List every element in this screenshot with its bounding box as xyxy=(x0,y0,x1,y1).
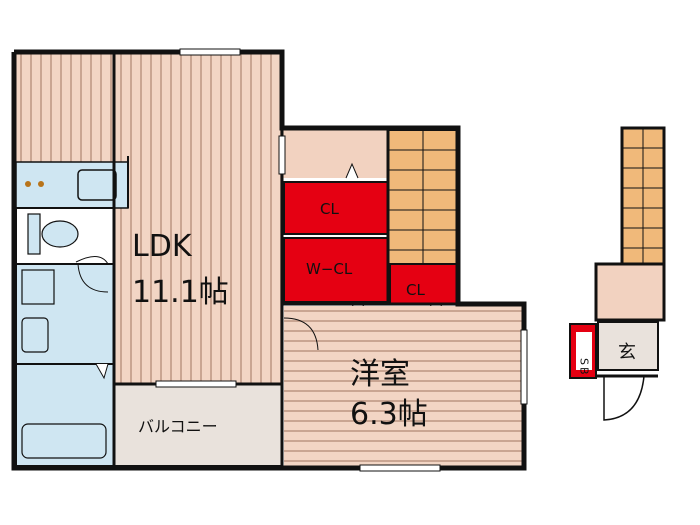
window xyxy=(520,329,528,405)
hallway xyxy=(282,130,388,178)
genkan xyxy=(597,321,659,371)
bathtub-icon xyxy=(21,423,107,459)
entrance-label: 玄 xyxy=(618,342,636,363)
shoe-box-label: SB xyxy=(578,358,591,377)
closet-small-label: CL xyxy=(406,281,425,299)
window xyxy=(179,48,241,56)
ldk-size-label: 11.1帖 xyxy=(132,275,229,310)
western-room-size-label: 6.3帖 xyxy=(350,397,428,432)
ldk-floor xyxy=(114,54,282,384)
western-room-label: 洋室 xyxy=(350,357,410,392)
stove-burner-icon xyxy=(38,181,44,187)
closet-upper-label: CL xyxy=(320,200,339,218)
entrance-door xyxy=(603,375,645,421)
washing-machine-icon xyxy=(21,269,55,305)
toilet-tank-icon xyxy=(27,213,41,255)
toilet-icon xyxy=(41,220,79,248)
stove-burner-icon xyxy=(25,181,31,187)
window xyxy=(155,380,237,388)
sink-icon xyxy=(77,169,117,201)
walkin-closet-label: W−CL xyxy=(306,260,353,278)
window xyxy=(359,464,441,472)
ldk-label: LDK xyxy=(132,229,193,264)
washbasin-icon xyxy=(21,317,49,353)
window xyxy=(278,135,286,175)
entrance-hall xyxy=(594,262,666,322)
kitchen-floor xyxy=(16,54,114,162)
balcony-label: バルコニー xyxy=(138,417,218,436)
western-room-floor xyxy=(284,306,524,466)
